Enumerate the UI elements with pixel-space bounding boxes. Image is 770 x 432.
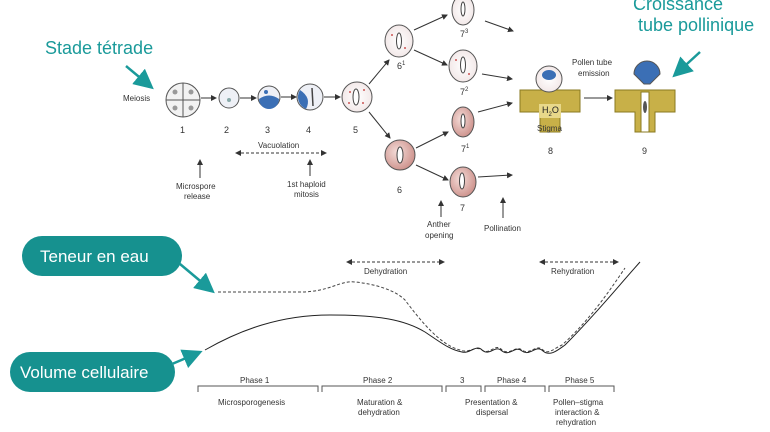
stage-6-1-cell — [384, 24, 414, 58]
pollen-tube-label-1: Pollen tube — [572, 58, 613, 67]
stage-7-3-label: 73 — [460, 29, 469, 39]
phase-3-desc-2: dispersal — [476, 408, 508, 417]
stage-number-1: 1 — [180, 125, 185, 135]
stage-3-vacuolated — [257, 85, 281, 109]
teneur-arrow — [179, 263, 215, 294]
stage-6-label: 6 — [397, 185, 402, 195]
h2o-label: H2O — [542, 105, 559, 118]
arrow-7-2-out — [481, 73, 513, 82]
water-content-curve — [218, 267, 626, 353]
phase-5-label: Phase 5 — [565, 376, 595, 385]
stage-4-mitosis — [296, 83, 324, 111]
teneur-en-eau-text: Teneur en eau — [40, 247, 149, 266]
phase-3-label: 3 — [460, 376, 465, 385]
anther-opening-label-1: Anther — [427, 220, 451, 229]
croissance-arrow — [672, 51, 701, 78]
stigma-label: Stigma — [537, 124, 562, 133]
phase-5-desc-3: rehydration — [556, 418, 596, 427]
phase-4-label: Phase 4 — [497, 376, 527, 385]
stage-number-8: 8 — [548, 146, 553, 156]
arrow-7-1-out — [477, 101, 513, 113]
microspore-release-label-2: release — [184, 192, 211, 201]
teneur-en-eau-pill: Teneur en eau — [22, 236, 182, 276]
pollination-label: Pollination — [484, 224, 521, 233]
stage-number-9: 9 — [642, 146, 647, 156]
anther-opening-label-2: opening — [425, 231, 453, 240]
stage-5-bicellular — [341, 81, 373, 113]
stage-6-1-label: 61 — [397, 61, 406, 71]
arrow-7-3-out — [484, 20, 514, 33]
volume-cellulaire-pill: Volume cellulaire — [10, 352, 175, 392]
pollen-tube-label-2: emission — [578, 69, 610, 78]
stade-tetrade-arrow — [125, 65, 154, 90]
dehydration-label: Dehydration — [364, 267, 407, 276]
arrow-6-1-7-3 — [413, 14, 448, 31]
phase-brackets — [197, 385, 615, 392]
stage-7-3-cell — [451, 0, 475, 26]
phase-5-desc-2: interaction & — [555, 408, 600, 417]
phase-1-desc: Microsporogenesis — [218, 398, 285, 407]
stage-7-cell — [449, 166, 477, 198]
arrow-6-1-7-2 — [413, 49, 448, 66]
vacuolation-label: Vacuolation — [258, 141, 299, 150]
haploid-mitosis-label-1: 1st haploid — [287, 180, 326, 189]
volume-cellulaire-text: Volume cellulaire — [20, 363, 149, 382]
meiosis-label: Meiosis — [123, 94, 150, 103]
volume-arrow — [171, 349, 203, 369]
microspore-release-label-1: Microspore — [176, 182, 216, 191]
stade-tetrade-label: Stade tétrade — [45, 38, 153, 58]
stage-9-pollen-tube — [614, 60, 676, 133]
stage-7-1-cell — [451, 106, 475, 138]
stage-7-1-label: 71 — [461, 144, 470, 154]
cell-volume-curve — [204, 261, 641, 354]
phase-5-desc-1: Pollen–stigma — [553, 398, 604, 407]
stage-number-3: 3 — [265, 125, 270, 135]
arrow-7-out — [477, 172, 513, 179]
stage-6-cell — [384, 139, 416, 171]
stage-7-2-cell — [448, 49, 478, 83]
arrow-6-7 — [415, 164, 449, 181]
stage-8-stigma — [519, 65, 581, 133]
croissance-label-line2: tube pollinique — [638, 15, 754, 35]
stage-1-tetrad — [165, 82, 201, 118]
phase-2-desc-1: Maturation & — [357, 398, 403, 407]
arrow-6-7-1 — [415, 131, 449, 149]
haploid-mitosis-label-2: mitosis — [294, 190, 319, 199]
stage-number-2: 2 — [224, 125, 229, 135]
phase-2-desc-2: dehydration — [358, 408, 400, 417]
phase-3-desc-1: Presentation & — [465, 398, 518, 407]
stage-2-microspore — [218, 87, 240, 109]
stage-7-label: 7 — [460, 203, 465, 213]
phase-1-label: Phase 1 — [240, 376, 270, 385]
stage-number-5: 5 — [353, 125, 358, 135]
phase-2-label: Phase 2 — [363, 376, 393, 385]
croissance-label-line1: Croissance — [633, 0, 723, 14]
arrow-5-6 — [368, 111, 391, 139]
stage-number-4: 4 — [306, 125, 311, 135]
rehydration-label: Rehydration — [551, 267, 594, 276]
stage-7-2-label: 72 — [460, 87, 469, 97]
arrow-5-6-1 — [368, 59, 390, 85]
